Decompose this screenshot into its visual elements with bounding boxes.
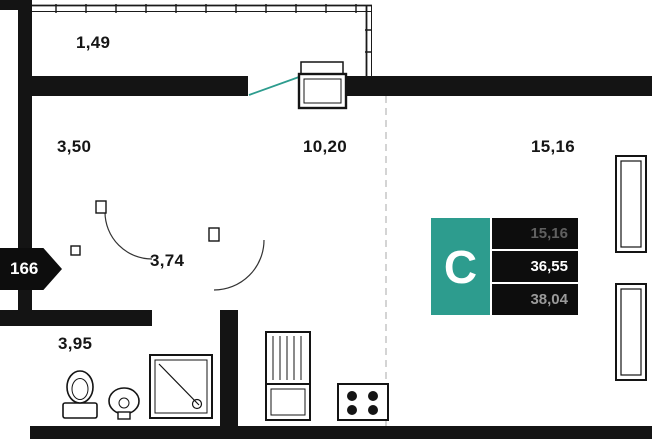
balcony-dimension-label: 1,49 xyxy=(76,33,111,52)
bidet-icon xyxy=(108,387,140,420)
hall-area-label: 3,74 xyxy=(150,251,185,270)
bathroom-area-label: 3,95 xyxy=(58,334,93,353)
layout-type-letter: C xyxy=(431,218,490,315)
stove-icon xyxy=(337,383,389,421)
area-value-row: 15,16 xyxy=(492,218,578,249)
living-area-label: 15,16 xyxy=(531,137,576,156)
area-value-row: 36,55 xyxy=(492,251,578,282)
area-values: 15,16 36,55 38,04 xyxy=(492,218,578,315)
unit-number: 166 xyxy=(10,259,39,278)
kitchen-cabinet-icon xyxy=(265,331,311,421)
vent-shaft-icon xyxy=(297,61,348,110)
area-value-row: 38,04 xyxy=(492,284,578,315)
hall-dimension-label: 3,50 xyxy=(57,137,92,156)
window-icon xyxy=(615,283,647,381)
toilet-icon xyxy=(62,370,98,419)
shower-icon xyxy=(149,354,213,419)
area-summary-card: C 15,16 36,55 38,04 xyxy=(431,218,578,315)
door-icon xyxy=(208,227,265,291)
door-icon xyxy=(70,200,153,260)
kitchen-area-label: 10,20 xyxy=(303,137,348,156)
balcony-railing-icon xyxy=(32,4,372,77)
window-icon xyxy=(615,155,647,253)
balcony-door-swing-icon xyxy=(248,76,300,96)
